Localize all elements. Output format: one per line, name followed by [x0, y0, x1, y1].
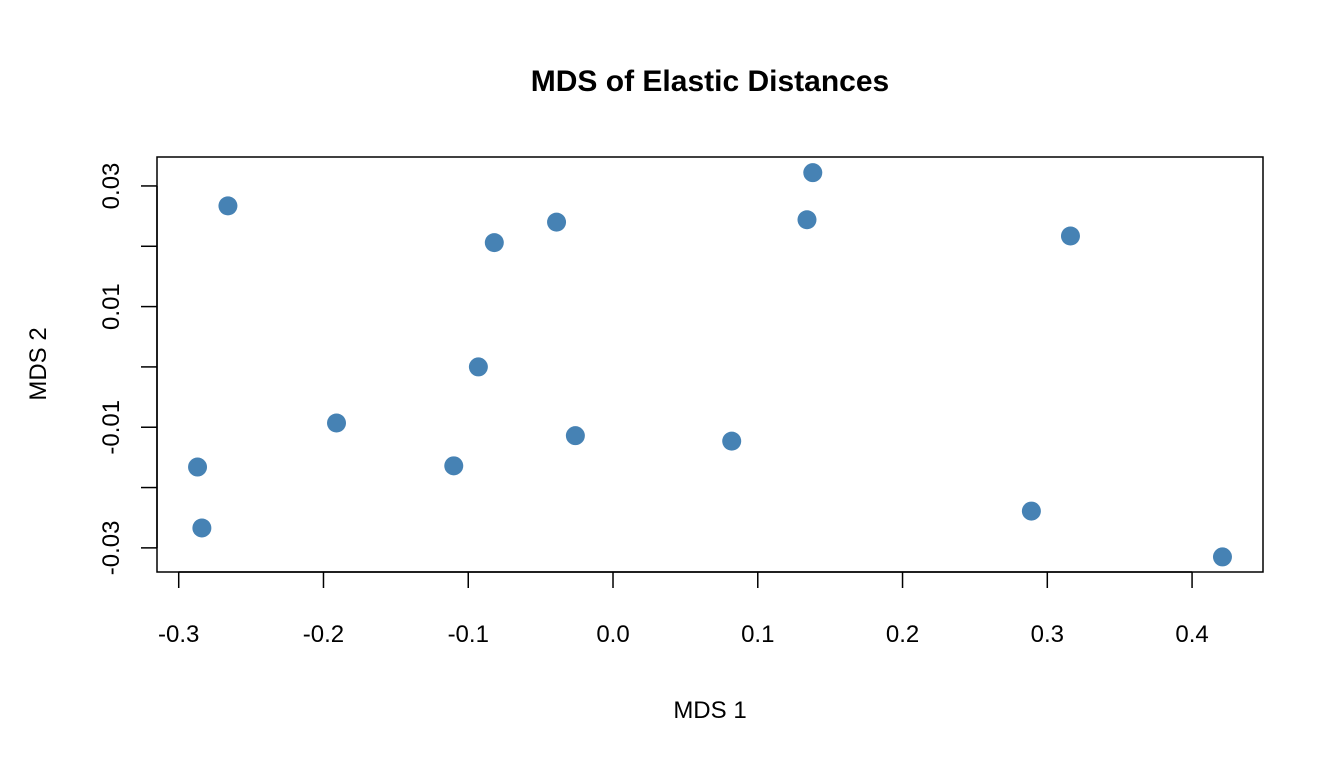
- data-point: [484, 233, 504, 253]
- x-tick-label: 0.3: [1031, 621, 1064, 648]
- data-point: [327, 413, 347, 433]
- data-point: [444, 456, 464, 476]
- data-point: [1212, 547, 1232, 567]
- x-tick-label: 0.0: [596, 621, 629, 648]
- data-point: [188, 457, 208, 477]
- data-point: [565, 426, 585, 446]
- y-tick-label: -0.03: [98, 521, 125, 576]
- chart-title: MDS of Elastic Distances: [531, 65, 889, 98]
- x-tick-label: 0.4: [1175, 621, 1208, 648]
- data-point: [468, 357, 488, 377]
- y-tick-label: -0.01: [98, 400, 125, 455]
- data-point: [1021, 501, 1041, 521]
- y-tick-label: 0.01: [98, 283, 125, 330]
- data-point: [218, 196, 238, 216]
- data-point: [1060, 226, 1080, 246]
- data-points: [188, 163, 1232, 567]
- x-tick-label: -0.2: [303, 621, 344, 648]
- x-tick-label: -0.3: [158, 621, 199, 648]
- data-point: [722, 431, 742, 451]
- y-axis: 0.03 0.01 -0.01 -0.03: [98, 163, 158, 576]
- x-axis-label: MDS 1: [673, 697, 746, 724]
- x-tick-label: -0.1: [448, 621, 489, 648]
- x-axis: -0.3 -0.2 -0.1 0.0 0.1 0.2 0.3 0.4: [158, 571, 1209, 648]
- data-point: [797, 210, 817, 230]
- y-axis-label: MDS 2: [25, 327, 52, 400]
- data-point: [803, 163, 823, 183]
- data-point: [547, 212, 567, 232]
- data-point: [192, 518, 212, 538]
- plot-frame: [156, 156, 1264, 573]
- x-tick-label: 0.2: [886, 621, 919, 648]
- x-tick-label: 0.1: [741, 621, 774, 648]
- y-tick-label: 0.03: [98, 163, 125, 210]
